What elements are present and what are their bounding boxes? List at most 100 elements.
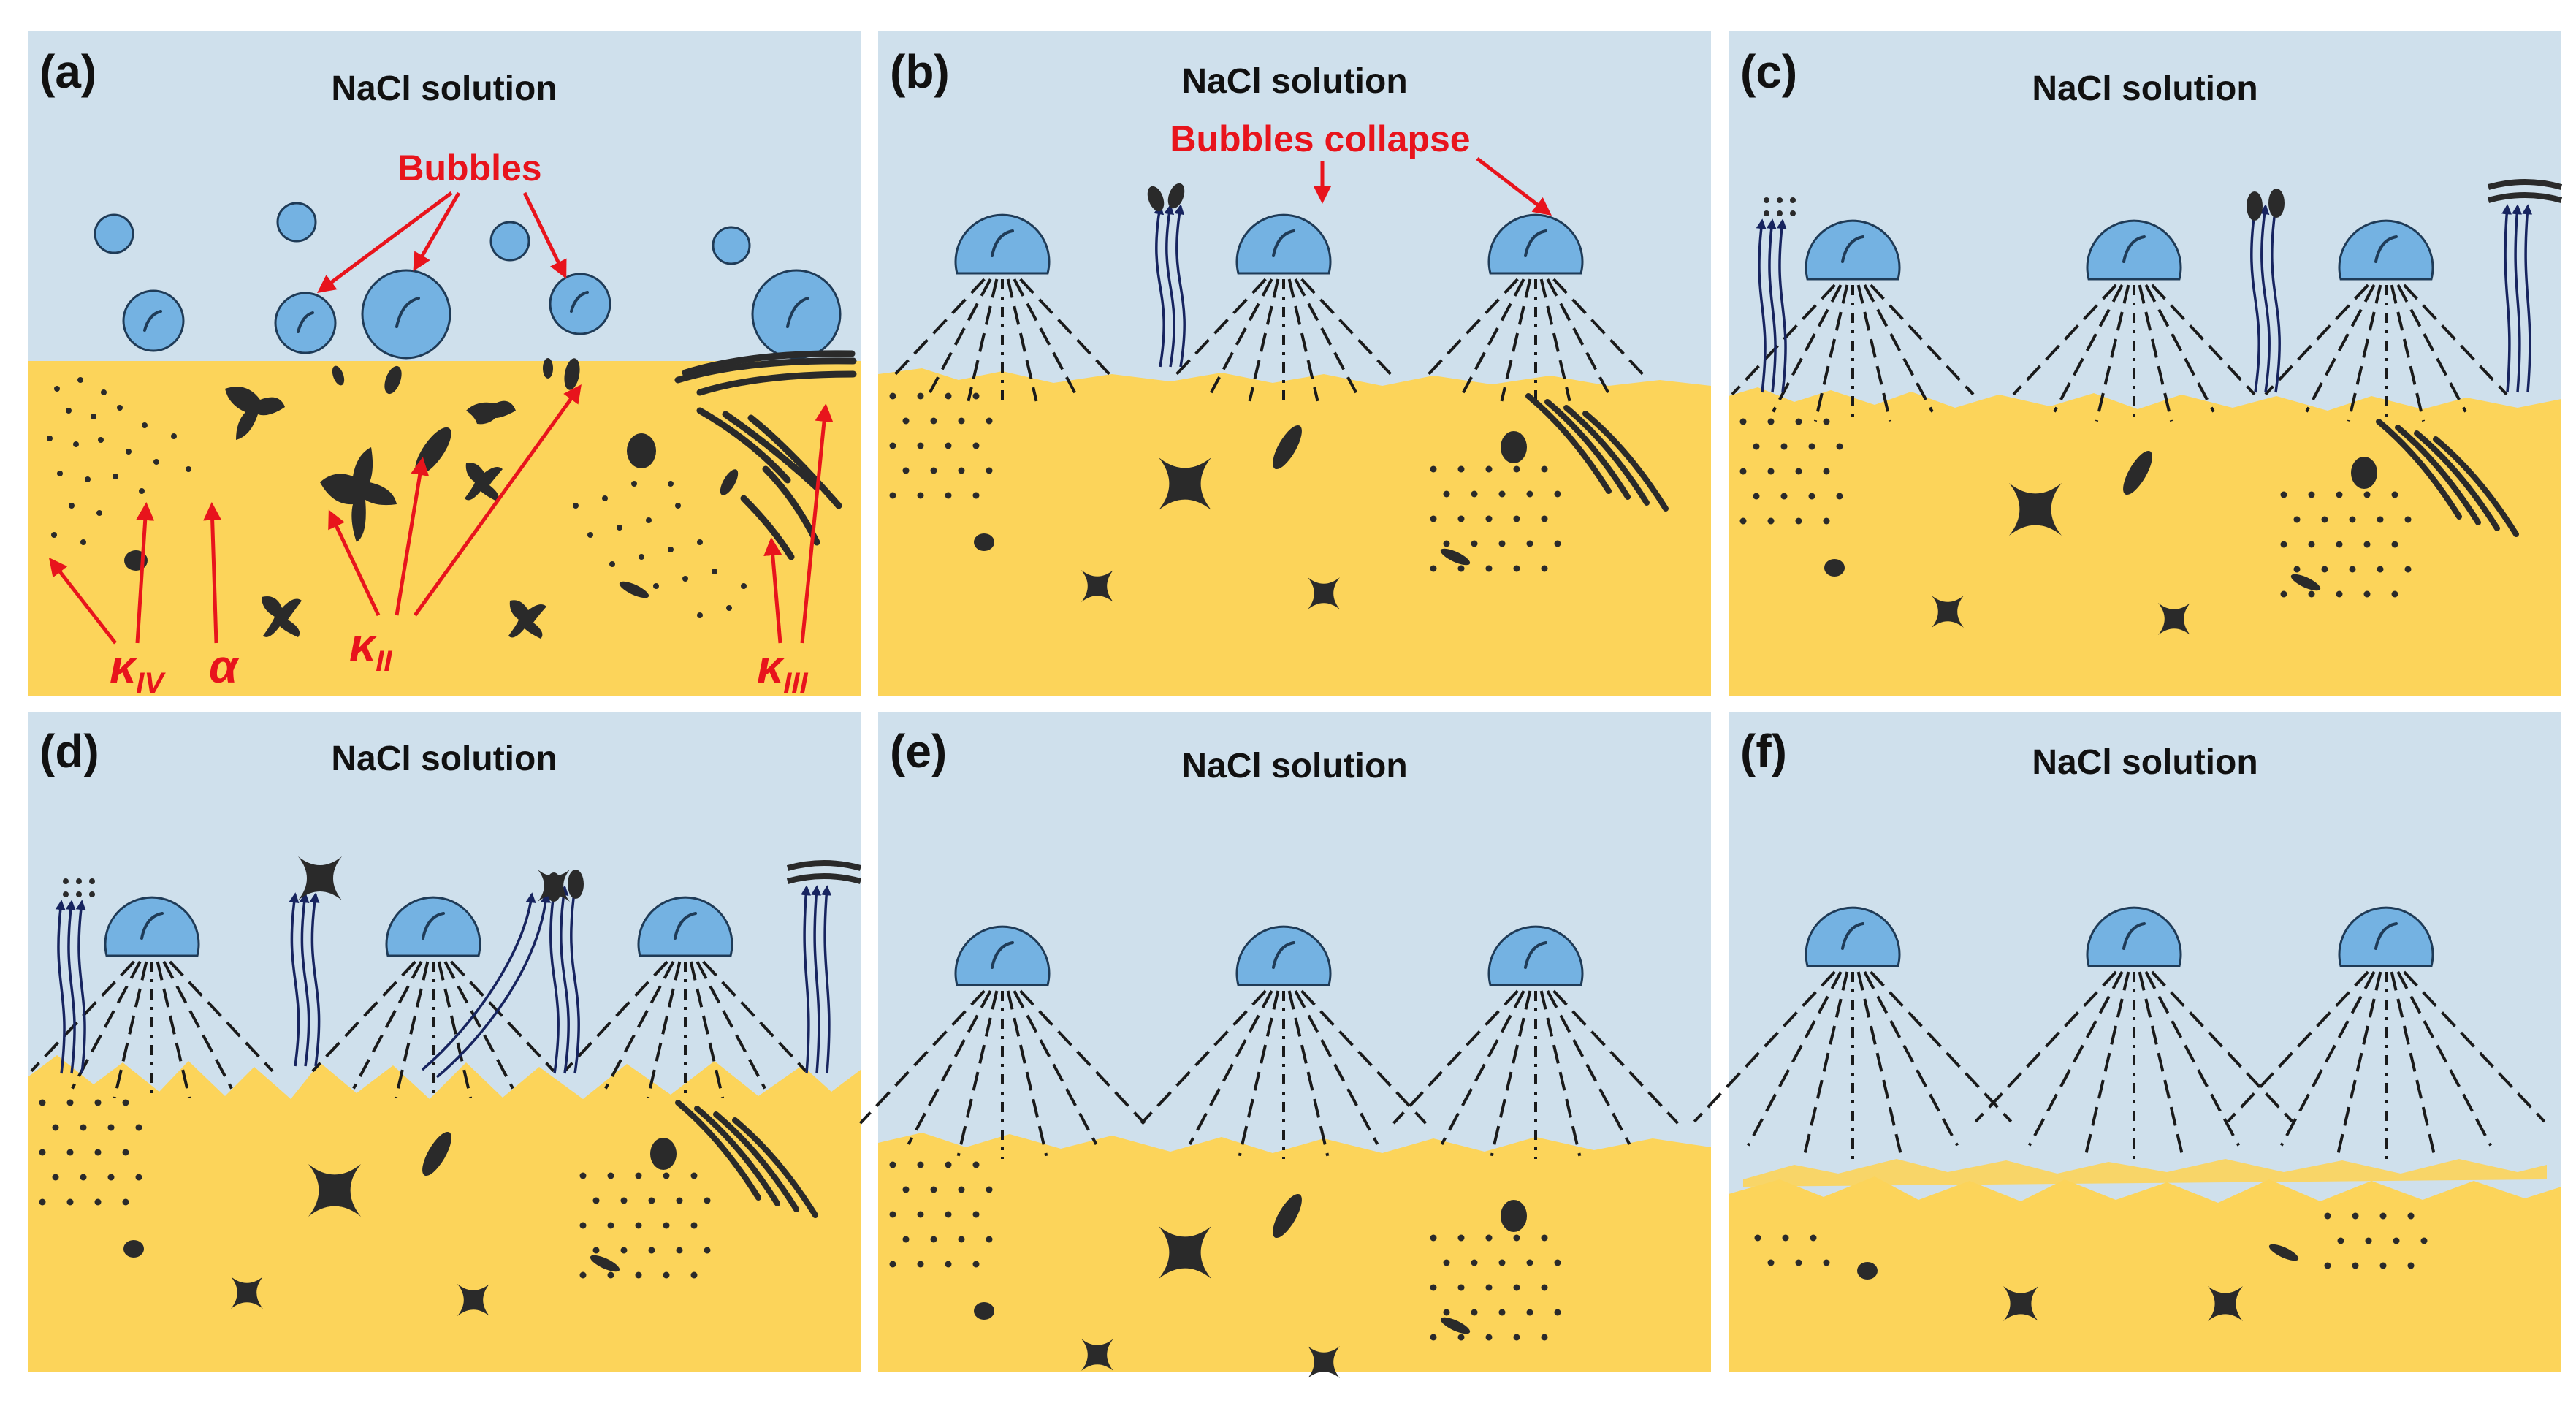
ejection-flow-arrow	[289, 892, 300, 1067]
kappa-iv-dot	[1471, 490, 1478, 498]
kappa-iv-dot	[1753, 443, 1760, 450]
kappa-iv-dot	[2280, 541, 2287, 548]
panel-e: (e) NaCl solution	[878, 712, 1711, 1372]
kappa-iv-dot	[986, 1186, 993, 1193]
microjet-line	[156, 961, 191, 1098]
kappa-iv-dot	[2363, 590, 2371, 598]
bubble	[712, 226, 751, 265]
kappa-iv-dot	[1485, 1284, 1493, 1291]
kappa-iv-dot	[635, 1222, 642, 1229]
kappa-particle	[422, 1131, 451, 1176]
kappa-iv-dot	[1526, 1309, 1533, 1316]
microjet-line	[2396, 971, 2492, 1147]
microjet-line	[2012, 284, 2117, 396]
microjet-line	[1006, 278, 1038, 402]
microjet-line	[2305, 284, 2376, 413]
ejection-flow-arrow	[1766, 218, 1777, 393]
kappa-iii-lamella	[2433, 436, 2519, 537]
kappa-iv-dot	[1767, 1259, 1775, 1266]
kappa-iv-dot	[2280, 590, 2287, 598]
kappa-iv-dot	[94, 1149, 102, 1156]
kappa-iv-dot	[1767, 468, 1775, 475]
bubbles-label: Bubbles	[397, 148, 541, 189]
kappa-iv-dot	[1739, 517, 1747, 525]
panel-title: NaCl solution	[2032, 743, 2257, 782]
metal-substrate	[1729, 1176, 2561, 1372]
microjet-line	[2347, 284, 2382, 422]
kappa-iv-dot	[902, 1236, 910, 1243]
microjet-line	[1300, 278, 1395, 379]
alpha-label: α	[209, 640, 240, 693]
kappa-iv-dot	[690, 1172, 698, 1179]
ejection-flow-arrow	[558, 885, 570, 1074]
kappa-iv-dot	[1780, 493, 1788, 500]
alpha-cross-particle	[1308, 1346, 1340, 1378]
kappa-iv-dot	[1471, 540, 1478, 547]
microjet-line	[1188, 990, 1273, 1146]
microjet-line	[1500, 278, 1532, 402]
kappa-iv-dot	[889, 1211, 896, 1218]
kappa-iv-dot	[1485, 1234, 1493, 1242]
kappa-iv-dot	[1430, 515, 1437, 522]
ejected-dot	[1790, 197, 1796, 203]
kappa-particle	[2123, 450, 2152, 495]
kappa-iii-lamella	[2376, 419, 2462, 520]
panel-letter: (d)	[39, 725, 99, 777]
kappa-iv-dot	[2308, 491, 2315, 498]
microjet-line	[2144, 971, 2240, 1147]
kappa-iv-dot	[1443, 1309, 1450, 1316]
collapsing-bubble	[2338, 906, 2434, 967]
kappa-iv-dot	[2352, 1262, 2359, 1269]
bubble	[549, 273, 611, 335]
kappa-iv-dot	[972, 1161, 980, 1168]
collapsing-bubble	[1487, 213, 1584, 275]
kappa-iv-dot	[1457, 465, 1465, 473]
kappa-iv-dot	[1808, 493, 1815, 500]
kappa-iv-dot	[1430, 1234, 1437, 1242]
kappa-iv-dot	[122, 1099, 129, 1106]
bubble-highlight	[1272, 941, 1295, 969]
kappa-iv-dot	[917, 1211, 924, 1218]
bubble	[94, 213, 134, 254]
kappa-iv-dot	[1485, 1334, 1493, 1341]
kappa-iv-dot	[1513, 1334, 1520, 1341]
ejection-flow-arrow	[2259, 204, 2271, 393]
microjet-line	[1019, 989, 1146, 1125]
kappa-iv-dot	[1554, 490, 1561, 498]
ejected-dot	[1777, 210, 1783, 216]
kappa-particle	[123, 1240, 144, 1258]
microjet-line	[352, 961, 423, 1090]
microjet-line	[162, 961, 233, 1090]
bubble	[489, 221, 530, 262]
ejection-flow-arrow	[1776, 218, 1787, 393]
kappa-particle	[2351, 457, 2377, 489]
kappa-iv-dot	[704, 1197, 711, 1204]
kappa-iv-dot	[902, 467, 910, 474]
metal-substrate	[1729, 387, 2561, 696]
alpha-cross-particle	[2009, 483, 2062, 536]
bubble-highlight	[2374, 922, 2398, 950]
kappa-iv-dot	[39, 1099, 46, 1106]
panel-c-marks	[1731, 179, 2563, 635]
kappa-iv-dot	[2379, 1212, 2387, 1220]
microjet-line	[2151, 284, 2256, 396]
bubble-highlight-group	[143, 291, 809, 333]
microjet-line	[696, 961, 766, 1090]
kappa-iv-dot	[607, 1222, 614, 1229]
ejection-flow-arrow	[821, 885, 832, 1074]
microjet-line	[1856, 284, 1892, 422]
bubble-highlight	[1841, 235, 1864, 263]
microjet-line	[1248, 278, 1280, 402]
microjet-line	[30, 960, 135, 1073]
particle-group	[47, 350, 857, 639]
kappa-ii-particle	[564, 358, 580, 390]
kappa-iv-dot	[1808, 443, 1815, 450]
ejection-flow-arrow	[1174, 204, 1186, 368]
ejection-flow-arrow	[309, 892, 321, 1067]
microjet-line	[891, 278, 986, 379]
bubble	[122, 289, 185, 352]
kappa-iv-dot	[1457, 565, 1465, 572]
kappa-iv-dot	[579, 1172, 587, 1179]
kappa-iv-dot	[1457, 1334, 1465, 1341]
microjet-line	[1013, 278, 1077, 394]
